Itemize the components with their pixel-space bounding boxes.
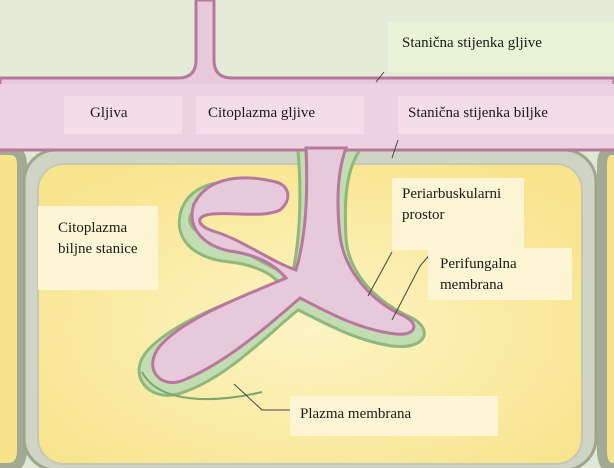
label-perifungal: Perifungalna membrana [440,254,560,296]
label-periarbuscular: Periarbuskularni prostor [402,184,522,226]
label-fungal-wall: Stanična stijenka gljive [402,33,542,54]
label-fungal-cytoplasm: Citoplazma gljive [208,103,315,124]
right-neighbour-cell [602,150,614,468]
label-plant-cytoplasm: Citoplazma biljne stanice [58,218,138,260]
left-neighbour-cell [0,150,22,468]
label-plant-wall: Stanična stijenka biljke [408,103,548,124]
label-fungus: Gljiva [90,103,128,124]
label-plasma-membrane: Plazma membrana [300,404,411,425]
